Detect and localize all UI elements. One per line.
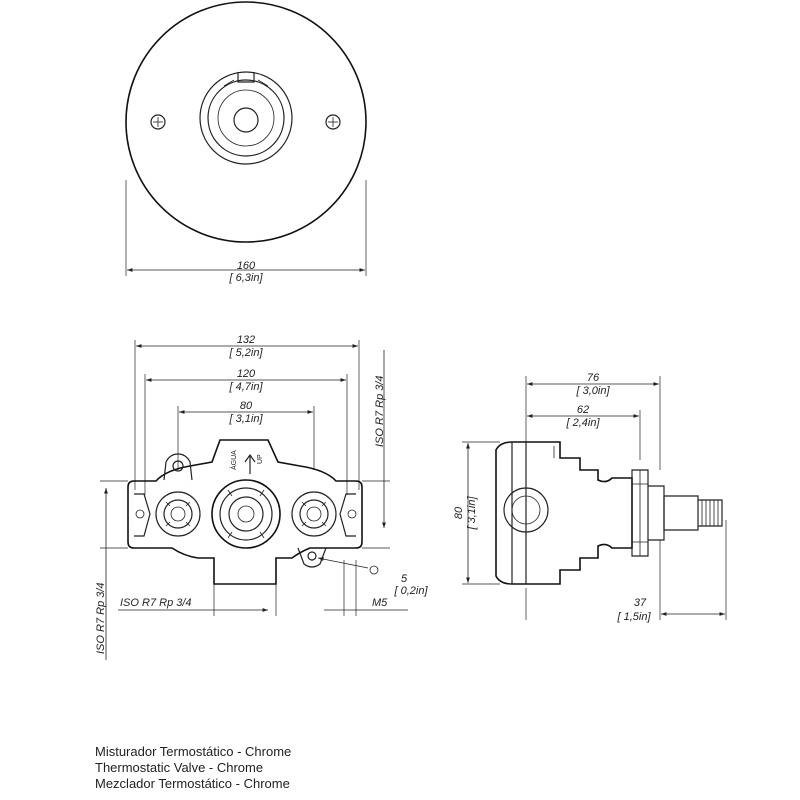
dim-depth-body-value: 62 <box>577 404 589 416</box>
hub-notch <box>237 72 255 83</box>
dim-stem-imperial: [ 1,5in] <box>616 611 651 623</box>
side-port-inner <box>511 495 541 525</box>
escutcheon-hub-outer <box>199 71 293 165</box>
right-port-hex <box>339 493 356 537</box>
side-spindle <box>663 495 699 531</box>
thread-bottom-label: ISO R7 Rp 3/4 <box>120 597 192 609</box>
dim-screw-value: 5 <box>401 573 408 585</box>
thread-left-label: ISO R7 Rp 3/4 <box>95 582 107 654</box>
side-body-outline <box>495 441 633 585</box>
dim-depth-value: 76 <box>587 372 600 384</box>
dim-overall-imperial: [ 5,2in] <box>228 347 263 359</box>
caption-spanish: Mezclador Termostático - Chrome <box>95 776 290 791</box>
left-screw-icon <box>150 114 166 130</box>
center-cartridge <box>211 479 281 549</box>
dim-stem-value: 37 <box>634 597 647 609</box>
front-view: 132 [ 5,2in] 120 [ 4,7in] 80 [ 3,1in] <box>95 334 428 660</box>
caption-english: Thermostatic Valve - Chrome <box>95 760 264 775</box>
left-flange-hole <box>135 509 145 519</box>
right-flange-hole <box>347 509 357 519</box>
up-arrow-icon <box>244 453 256 474</box>
caption-portuguese: Misturador Termostático - Chrome <box>95 744 292 759</box>
side-nut <box>631 469 649 557</box>
dim-depth-body-imperial: [ 2,4in] <box>565 417 600 429</box>
side-view: 76 [ 3,0in] 62 [ 2,4in] 80 [ 3,1in] 37 [… <box>453 372 727 623</box>
escutcheon-hub-inner <box>217 89 275 147</box>
thread-side-label: ISO R7 Rp 3/4 <box>374 375 386 447</box>
escutcheon-hub-ring <box>207 79 285 157</box>
spline-stem-icon <box>698 499 723 527</box>
dim-ports-imperial: [ 4,7in] <box>228 381 263 393</box>
left-fixing-tab <box>163 453 193 481</box>
left-check-valve <box>155 491 201 537</box>
side-port-outer <box>503 487 549 533</box>
left-port-hex <box>134 493 151 537</box>
screw-detail-circle <box>369 565 379 575</box>
body-marking-up: UP <box>257 454 264 464</box>
dim-height-value: 80 <box>453 506 465 519</box>
hub-tab <box>223 79 269 87</box>
body-marking-agua: ÁGUA <box>229 450 238 470</box>
valve-body-outline <box>127 439 363 585</box>
bottom-fixing-tab <box>297 547 327 568</box>
screw-leader-line <box>317 557 369 569</box>
escutcheon-stem-hole <box>233 107 259 133</box>
screw-m5-label: M5 <box>372 597 388 609</box>
dim-screw-imperial: [ 0,2in] <box>393 585 428 597</box>
dim-height-imperial: [ 3,1in] <box>466 496 478 531</box>
dim-overall-value: 132 <box>237 334 255 346</box>
dim-ports-value: 120 <box>237 368 256 380</box>
dim-diameter-value: 160 <box>237 260 256 272</box>
dim-depth-imperial: [ 3,0in] <box>575 385 610 397</box>
side-body-flange <box>511 442 527 584</box>
dim-centers-imperial: [ 3,1in] <box>228 413 263 425</box>
right-screw-icon <box>325 114 341 130</box>
right-check-valve <box>291 491 337 537</box>
side-collar <box>648 485 665 541</box>
escutcheon-plate-outline <box>125 1 367 243</box>
product-caption: Misturador Termostático - Chrome Thermos… <box>95 744 291 792</box>
top-view: 160 [ 6,3in] <box>125 1 367 284</box>
side-nut-ridges <box>632 470 648 556</box>
dim-centers-value: 80 <box>240 400 253 412</box>
dim-diameter-imperial: [ 6,3in] <box>228 272 263 284</box>
